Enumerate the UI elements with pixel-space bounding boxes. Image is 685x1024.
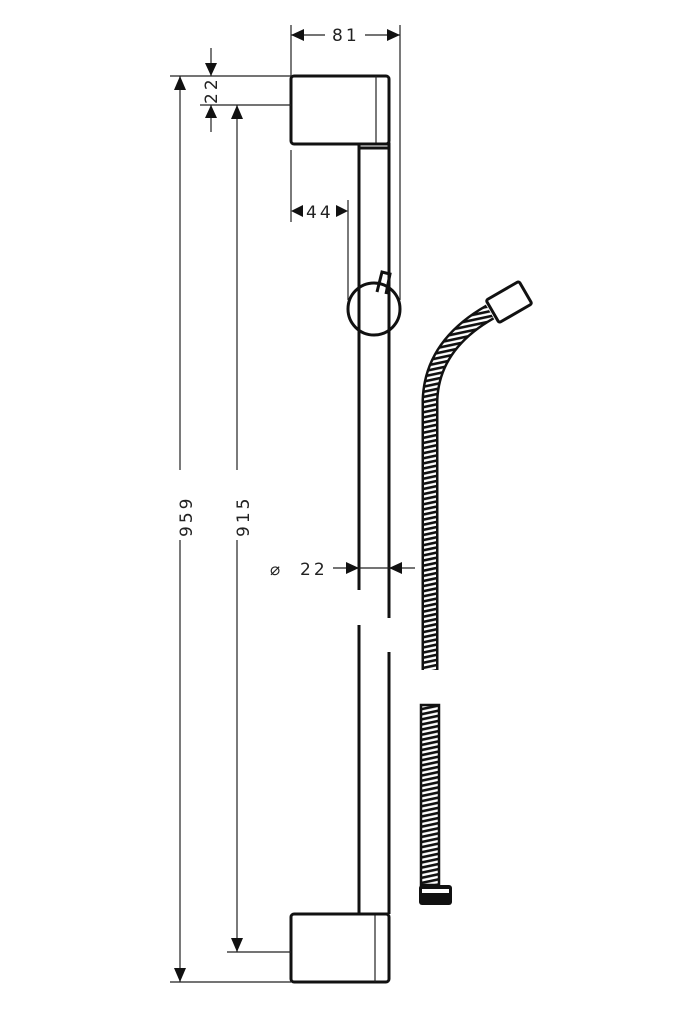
- slider-knob: [346, 270, 402, 337]
- dimension-bracket-spacing: 915: [227, 105, 291, 953]
- dimension-bracket-height: 22: [170, 48, 291, 132]
- label-44: 44: [306, 203, 334, 223]
- dimension-bracket-width: 81: [290, 25, 401, 300]
- dimension-total-height: 959: [170, 76, 291, 983]
- top-wall-bracket: [289, 74, 391, 146]
- label-959: 959: [177, 496, 197, 537]
- label-22-diameter: 22: [300, 560, 328, 580]
- bottom-wall-bracket: [289, 912, 391, 984]
- label-915: 915: [234, 496, 254, 537]
- shower-rail: [357, 142, 391, 914]
- dimension-rail-diameter: ⌀ 22: [270, 560, 415, 580]
- shower-hose: [419, 280, 533, 905]
- label-81: 81: [332, 26, 360, 46]
- label-22-height: 22: [202, 76, 222, 104]
- diameter-symbol: ⌀: [270, 560, 283, 580]
- dimension-rail-offset: 44: [290, 150, 349, 300]
